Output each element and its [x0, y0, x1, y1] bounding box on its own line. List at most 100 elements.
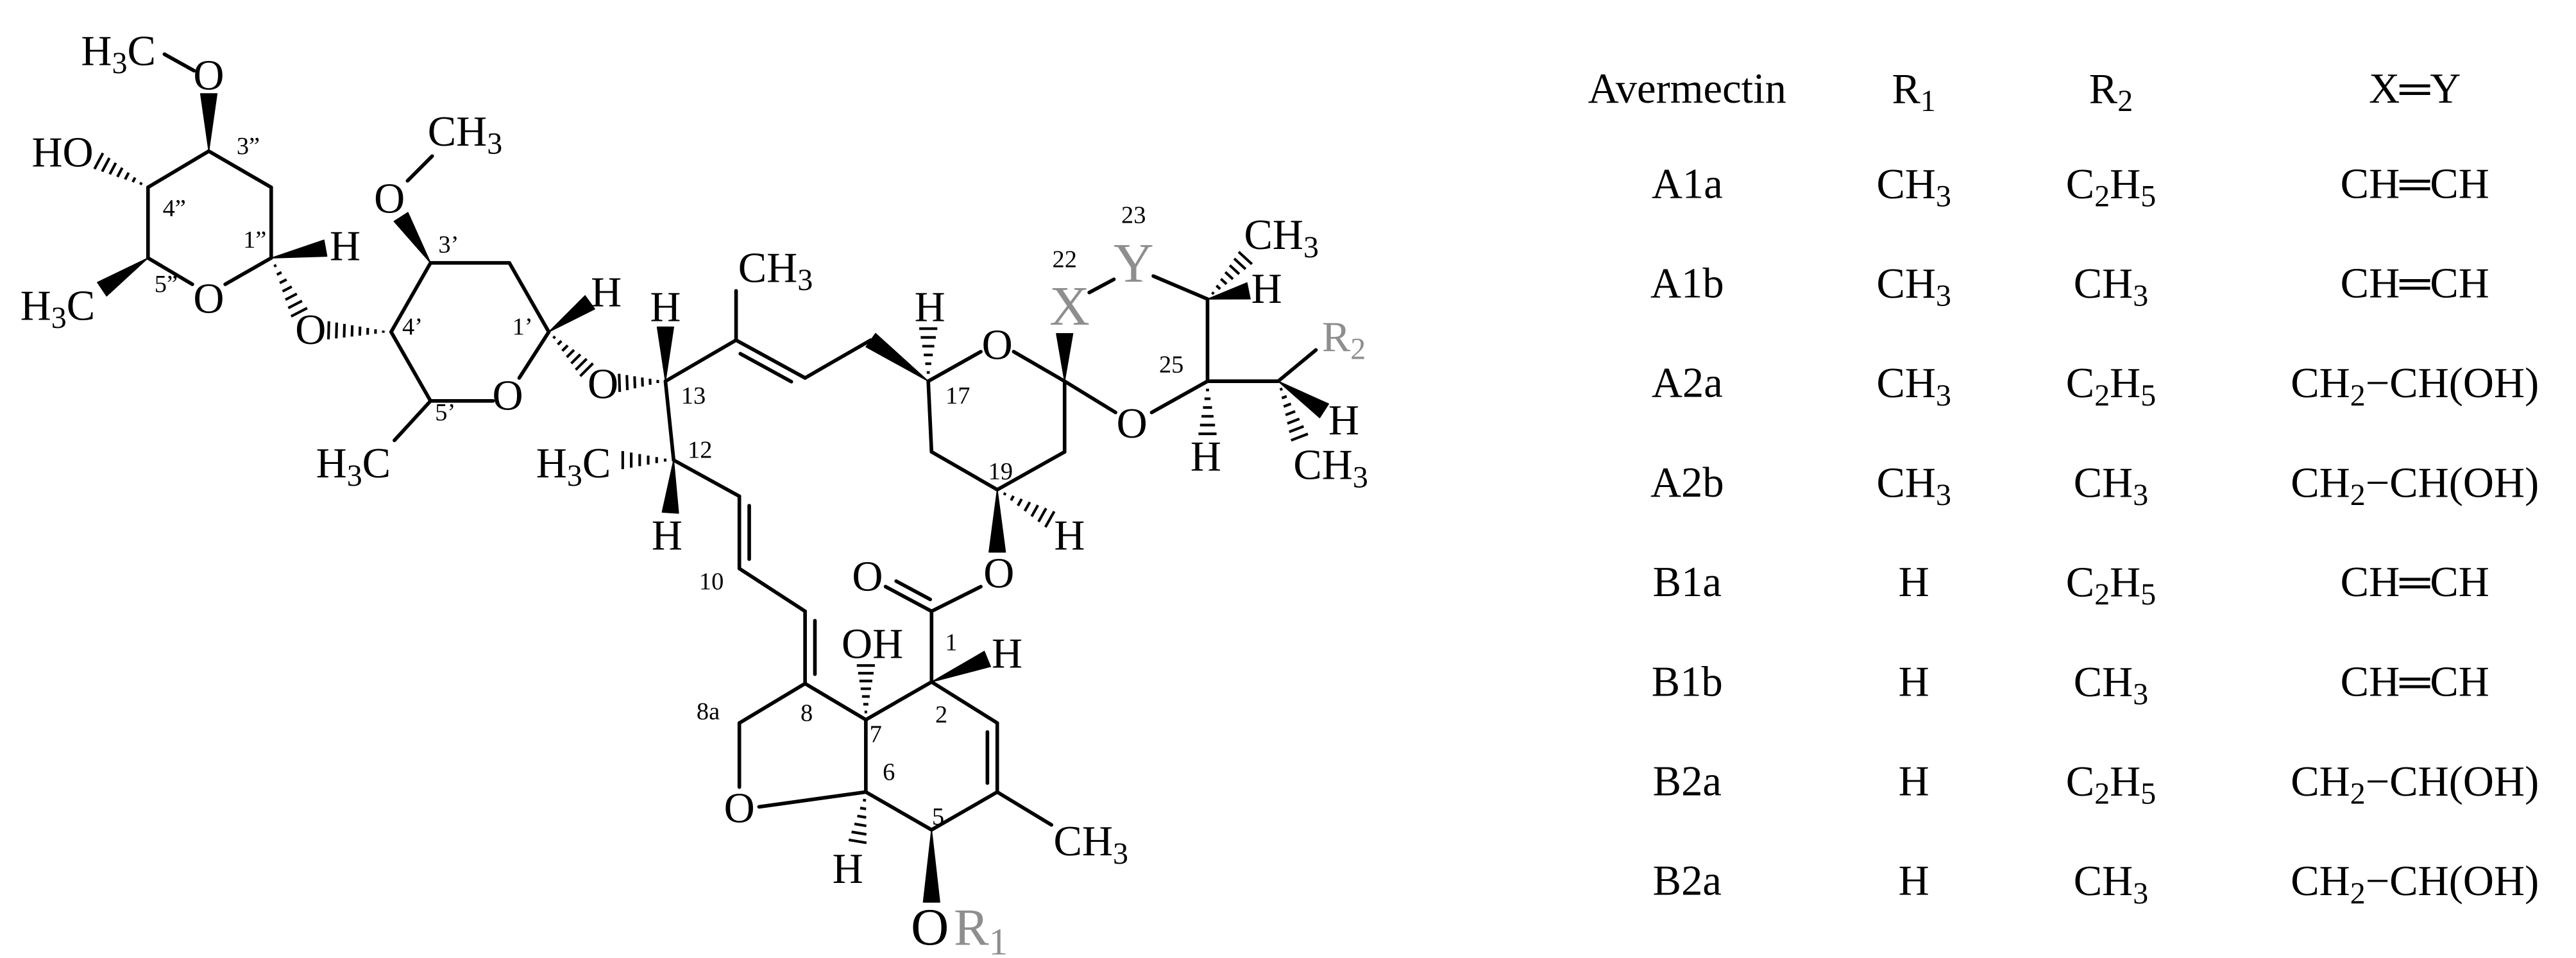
atom-label-ho: HO: [31, 130, 93, 176]
bond-c15-c16: [803, 338, 873, 380]
bond-c24-methyl: [1211, 251, 1253, 295]
bond-c26-methyl-dash: [1291, 432, 1309, 442]
bond-c19-h: [1003, 492, 1056, 528]
bond-c25-o: [1149, 379, 1210, 415]
bond-c4-c5: [929, 790, 999, 832]
bond-c4pp-oh-dash: [101, 157, 111, 173]
atom-label-h-13: H: [650, 284, 681, 330]
table-cell-r1: CH3: [1876, 459, 1951, 512]
atom-label-h-1p: H: [591, 269, 622, 316]
bond-c25-h: [1198, 388, 1217, 436]
table-cell-x-y: CH═CH: [2341, 261, 2489, 307]
atom-label-o-methoxy: O: [374, 175, 405, 222]
bond-c6-h-dash: [863, 798, 867, 802]
bond-c1pp-o-glyco-dash: [290, 307, 308, 318]
table-cell-avermectin: A2a: [1652, 360, 1723, 407]
table-cell-r1: H: [1899, 658, 1929, 705]
bond-c6-h-dash: [854, 823, 867, 828]
bond-c14-c15: [734, 338, 807, 384]
atom-label-h-25: H: [1191, 433, 1221, 480]
atom-label-x: X: [1049, 275, 1090, 337]
bond-c1p-o-glyco-dash: [570, 353, 582, 364]
bond-c24-methyl-dash: [1219, 278, 1228, 286]
locant-label-3p: 3’: [438, 232, 459, 259]
bond-c6-h-dash: [851, 830, 867, 836]
locant-label-7: 7: [870, 721, 882, 748]
bond-c13-o-glyco-dash: [618, 373, 622, 392]
atom-label-h-19: H: [1054, 512, 1085, 559]
atom-label-o-ester: O: [983, 550, 1014, 597]
bond-c26-r2: [1276, 348, 1318, 383]
table-cell-x-y: CH2−CH(OH): [2291, 858, 2539, 911]
bond-c4p-c3p: [389, 261, 433, 334]
bond-methoxy-3p-ch3: [405, 154, 434, 183]
bond-c18-c19: [929, 450, 999, 492]
bond-c19-h-dash: [1044, 510, 1056, 528]
atom-label-o-ring-inner: O: [493, 373, 523, 420]
locant-label-5p: 5’: [435, 399, 455, 426]
table-cell-avermectin: A1a: [1652, 160, 1723, 207]
bond-c4pp-oh-dash: [124, 172, 130, 180]
atom-label-o-glyco-2: O: [588, 361, 618, 408]
bond-c26-methyl-dash: [1285, 410, 1296, 416]
bond-c17-o: [926, 350, 983, 383]
bond-c8-c9: [803, 609, 817, 686]
bond-c1-o-carbonyl: [883, 579, 934, 613]
bond-c4pp-oh-dash: [139, 182, 143, 185]
bond-ring-o-c5pp: [146, 256, 194, 286]
bond-c8a-c8: [737, 681, 807, 725]
bond-c3p-o-methoxy: [393, 212, 431, 264]
locant-label-5: 5: [932, 803, 944, 830]
bond-c6-h-dash: [848, 838, 867, 844]
bond-c12-h: [661, 459, 679, 514]
bond-c9-c10: [737, 567, 807, 613]
table-header-r2: R2: [2089, 65, 2133, 118]
bond-c4p-o-glyco-dash: [335, 322, 338, 339]
locant-label-4pp: 4”: [163, 195, 186, 222]
bond-o-c21-spiro: [1062, 379, 1117, 415]
bond-c24-methyl-dash: [1233, 257, 1247, 270]
bond-x-y: [1087, 277, 1116, 295]
bond-c24-methyl-dash: [1237, 251, 1253, 266]
bond-c12-c13: [663, 379, 676, 462]
bond-c26-methyl-dash: [1283, 402, 1292, 408]
bond-c7-oh: [856, 664, 875, 714]
atom-label-me-5p: H3C: [316, 440, 391, 493]
bond-c2-h: [931, 651, 992, 683]
bond-c5-c6: [864, 790, 934, 832]
atom-label-r2: R2: [1322, 313, 1366, 366]
bond-c1p-o-glyco-dash: [566, 348, 575, 359]
locant-label-19: 19: [988, 458, 1013, 485]
bond-c1pp-h: [271, 239, 328, 259]
bond-c7-c2: [864, 680, 934, 722]
bond-c5-o: [922, 829, 940, 903]
table-cell-avermectin: A2b: [1650, 459, 1724, 506]
table-cell-x-y: CH2−CH(OH): [2291, 360, 2539, 413]
table-cell-r2: C2H5: [2066, 758, 2156, 810]
atom-label-o-glyco-1: O: [295, 307, 326, 354]
atom-label-me-12: H3C: [536, 440, 611, 493]
locant-label-10: 10: [699, 569, 724, 595]
bond-c4pp-c3pp: [146, 149, 211, 189]
bond-c19-c20: [995, 450, 1067, 492]
bond-c2p-c1p: [507, 261, 551, 334]
bond-c4-methyl: [995, 790, 1054, 827]
locant-label-6: 6: [883, 759, 895, 786]
bond-c3pp-o: [199, 93, 218, 152]
locant-label-8: 8: [801, 699, 813, 726]
bond-c1p-o-glyco-dash: [579, 362, 594, 377]
bond-c4pp-oh-dash: [131, 176, 137, 183]
table-cell-r2: C2H5: [2066, 160, 2156, 213]
atom-label-o-spiro-a: O: [982, 321, 1013, 368]
bond-c1p-o-glyco-dash: [557, 339, 563, 346]
bond-c5p-c4p: [389, 330, 433, 403]
table-cell-r1: H: [1899, 858, 1929, 905]
bond-c2-c3: [929, 680, 999, 725]
table-cell-r2: CH3: [2074, 261, 2148, 313]
atom-label-h-12: H: [652, 512, 682, 559]
bond-c1pp-o-glyco-dash: [282, 285, 292, 293]
